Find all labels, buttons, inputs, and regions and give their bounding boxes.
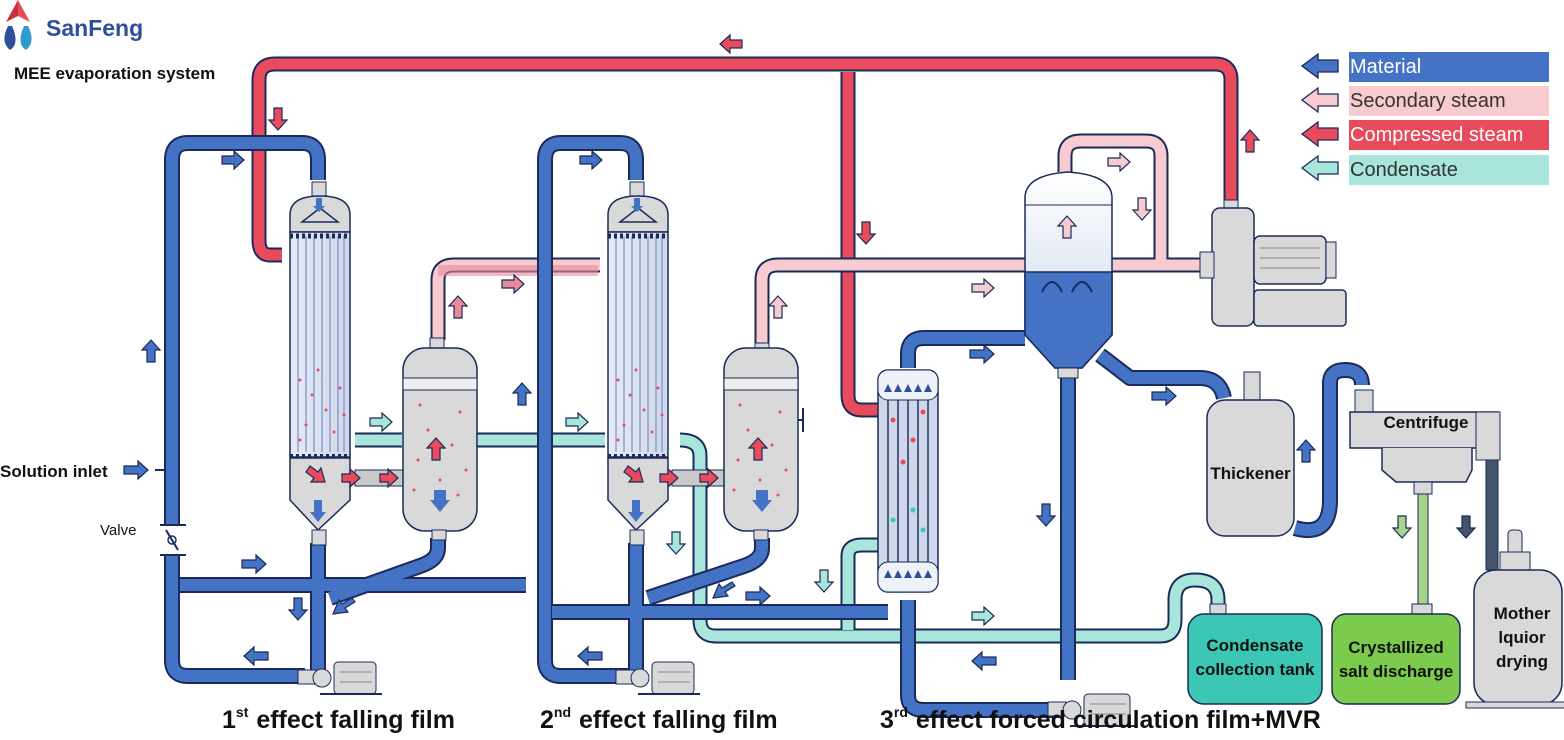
caption-1-text: effect falling film: [256, 706, 455, 734]
mother-liquor-line1: Mother: [1493, 604, 1551, 623]
salt-tank-label: Crystallized salt discharge: [1332, 636, 1460, 684]
forced-circulation-heater: [877, 369, 939, 593]
evaporator-2: [607, 181, 669, 546]
evaporator-1: [289, 181, 351, 546]
caption-3-num: 3: [880, 706, 894, 734]
legend-material: Material: [1349, 52, 1549, 82]
mvr-separator: [1024, 171, 1113, 379]
diagram-subtitle: MEE evaporation system: [14, 64, 216, 83]
caption-3-text: effect forced circulation film+MVR: [915, 706, 1321, 734]
solution-inlet-label: Solution inlet: [0, 462, 108, 481]
inlet-valve[interactable]: [155, 469, 186, 556]
caption-2-sup: nd: [553, 704, 572, 720]
caption-effect-1: 1st effect falling film: [222, 704, 455, 735]
condensate-tank-shape: [1187, 603, 1323, 705]
separator-1: [402, 337, 478, 541]
material-pipe: [166, 137, 1368, 716]
secondary-steam-arrows: [447, 151, 1153, 319]
salt-tank-line1: Crystallized: [1348, 638, 1444, 657]
compressed-steam-pipe: [253, 58, 1237, 416]
mother-liquor-line2: lquior: [1498, 628, 1546, 647]
centrifuge: [1349, 389, 1501, 615]
separator-2: [723, 342, 804, 541]
caption-1-num: 1: [222, 706, 236, 734]
pump-3: [1047, 693, 1136, 727]
compressed-steam-arrows: [267, 33, 1261, 489]
condensate-tank-line2: collection tank: [1195, 660, 1315, 679]
caption-effect-2: 2nd effect falling film: [540, 704, 778, 735]
mother-liquor-label: Mother lquior drying: [1474, 602, 1564, 674]
thickener: [1206, 371, 1295, 537]
caption-2-num: 2: [540, 706, 554, 734]
mother-liquor-line3: drying: [1496, 652, 1548, 671]
vessel-inner-arrows: [310, 198, 772, 522]
legend-compressed-steam: Compressed steam: [1349, 120, 1549, 150]
mother-liquor-dryer-shape: [1465, 529, 1564, 709]
material-flow-arrows: [123, 149, 1477, 672]
condensate-tank-line1: Condensate: [1206, 636, 1304, 655]
valve-label: Valve: [100, 522, 137, 539]
caption-1-sup: st: [235, 704, 249, 720]
brand-name: SanFeng: [46, 15, 144, 41]
legend-condensate: Condensate: [1349, 155, 1549, 185]
sanfeng-logo: [4, 0, 32, 50]
salt-tank-line2: salt discharge: [1338, 662, 1454, 681]
legend-arrows: [1300, 52, 1339, 182]
legend-secondary-steam: Secondary steam: [1349, 86, 1549, 116]
pump-2: [615, 661, 700, 695]
salt-tank-shape: [1331, 603, 1461, 705]
condensate-tank-label: Condensate collection tank: [1188, 634, 1322, 682]
thickener-label: Thickener: [1210, 464, 1291, 483]
caption-3-sup: rd: [893, 704, 908, 720]
mvr-compressor: [1199, 199, 1347, 327]
centrifuge-label: Centrifuge: [1383, 413, 1469, 432]
caption-effect-3: 3rd effect forced circulation film+MVR: [880, 704, 1321, 735]
caption-2-text: effect falling film: [578, 706, 778, 734]
condensate-arrows: [369, 411, 1413, 627]
pump-1: [297, 661, 382, 695]
